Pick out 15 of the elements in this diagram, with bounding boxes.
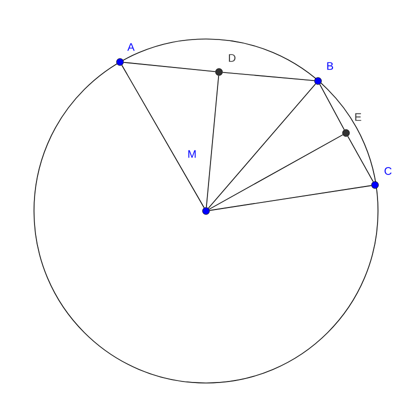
- line-segment: [208, 134, 344, 210]
- line-segment: [347, 136, 374, 182]
- point-label: E: [355, 113, 362, 121]
- point-label: M: [188, 150, 196, 158]
- point-label: B: [327, 62, 334, 70]
- line-segment: [208, 83, 316, 209]
- point-label: C: [384, 167, 392, 175]
- line-segment: [123, 62, 216, 72]
- point-label: A: [127, 43, 135, 51]
- point-label: D: [228, 54, 236, 62]
- line-segment: [121, 64, 205, 208]
- line-segment: [222, 72, 315, 82]
- line-segment: [209, 185, 372, 211]
- line-segment: [319, 84, 345, 130]
- line-segment: [206, 75, 220, 208]
